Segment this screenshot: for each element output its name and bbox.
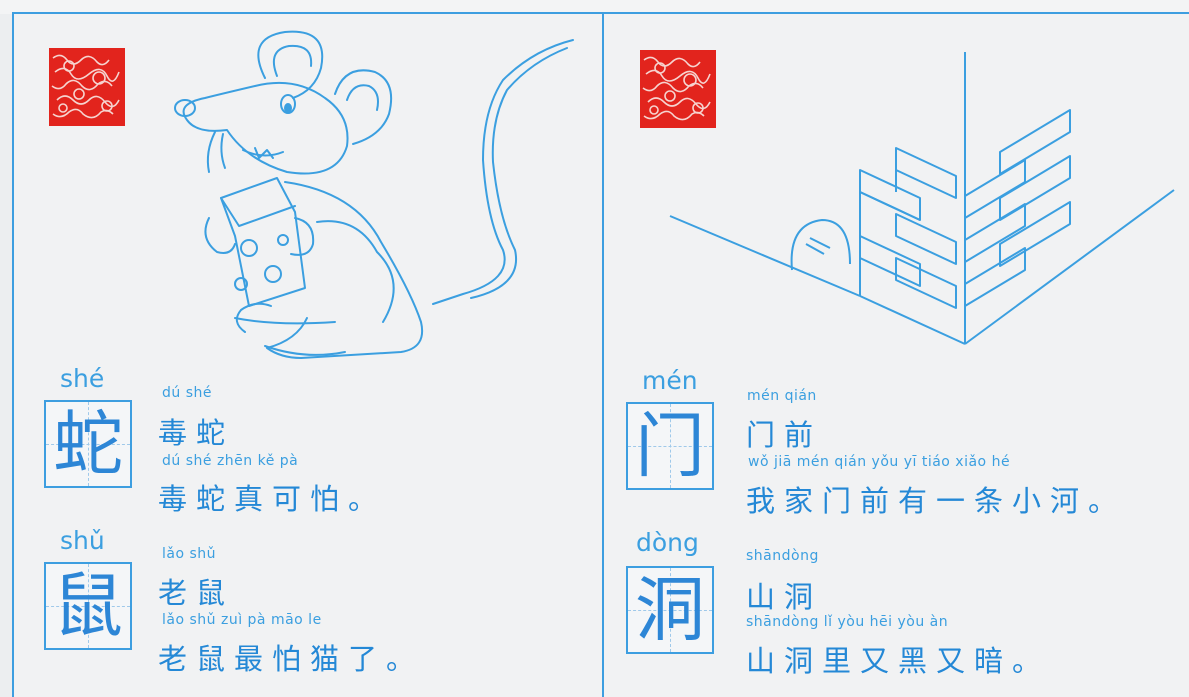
stamp-seal-icon: [640, 50, 716, 128]
char-box-dong: 洞: [626, 566, 714, 654]
word-pinyin-dushe: dú shé: [162, 385, 212, 401]
sentence-pinyin-men: wǒ jiā mén qián yǒu yī tiáo xiǎo hé: [748, 454, 1011, 470]
word-shandong: 山洞: [746, 580, 823, 614]
pinyin-big-shu: shǔ: [60, 526, 105, 555]
wall-hole-drawing: [669, 52, 1175, 345]
sentence-she: 毒蛇真可怕。: [158, 482, 387, 516]
word-dushe: 毒蛇: [158, 416, 235, 450]
char-box-shu: 鼠: [44, 562, 132, 650]
word-pinyin-menqian: mén qián: [747, 388, 817, 404]
char-men: 门: [635, 405, 705, 487]
sentence-dong: 山洞里又黑又暗。: [746, 644, 1051, 678]
mouse-drawing: [174, 30, 574, 359]
word-laoshu: 老鼠: [158, 576, 235, 610]
word-pinyin-laoshu: lǎo shǔ: [162, 546, 217, 562]
pinyin-big-she: shé: [60, 364, 105, 393]
sentence-pinyin-she: dú shé zhēn kě pà: [162, 453, 299, 469]
sentence-pinyin-shu: lǎo shǔ zuì pà māo le: [162, 612, 322, 628]
top-strip: [0, 0, 1189, 14]
char-box-men: 门: [626, 402, 714, 490]
char-shu: 鼠: [53, 565, 123, 647]
pinyin-big-dong: dòng: [636, 528, 699, 557]
word-menqian: 门前: [746, 418, 823, 452]
char-box-she: 蛇: [44, 400, 132, 488]
sentence-shu: 老鼠最怕猫了。: [158, 642, 425, 676]
word-pinyin-shandong: shāndòng: [746, 548, 819, 564]
pinyin-big-men: mén: [642, 366, 698, 395]
sentence-pinyin-dong: shāndòng lǐ yòu hēi yòu àn: [746, 614, 949, 630]
sentence-men: 我家门前有一条小河。: [746, 484, 1127, 518]
stamp-seal-icon: [49, 48, 125, 126]
char-dong: 洞: [635, 569, 705, 651]
char-she: 蛇: [53, 403, 123, 485]
